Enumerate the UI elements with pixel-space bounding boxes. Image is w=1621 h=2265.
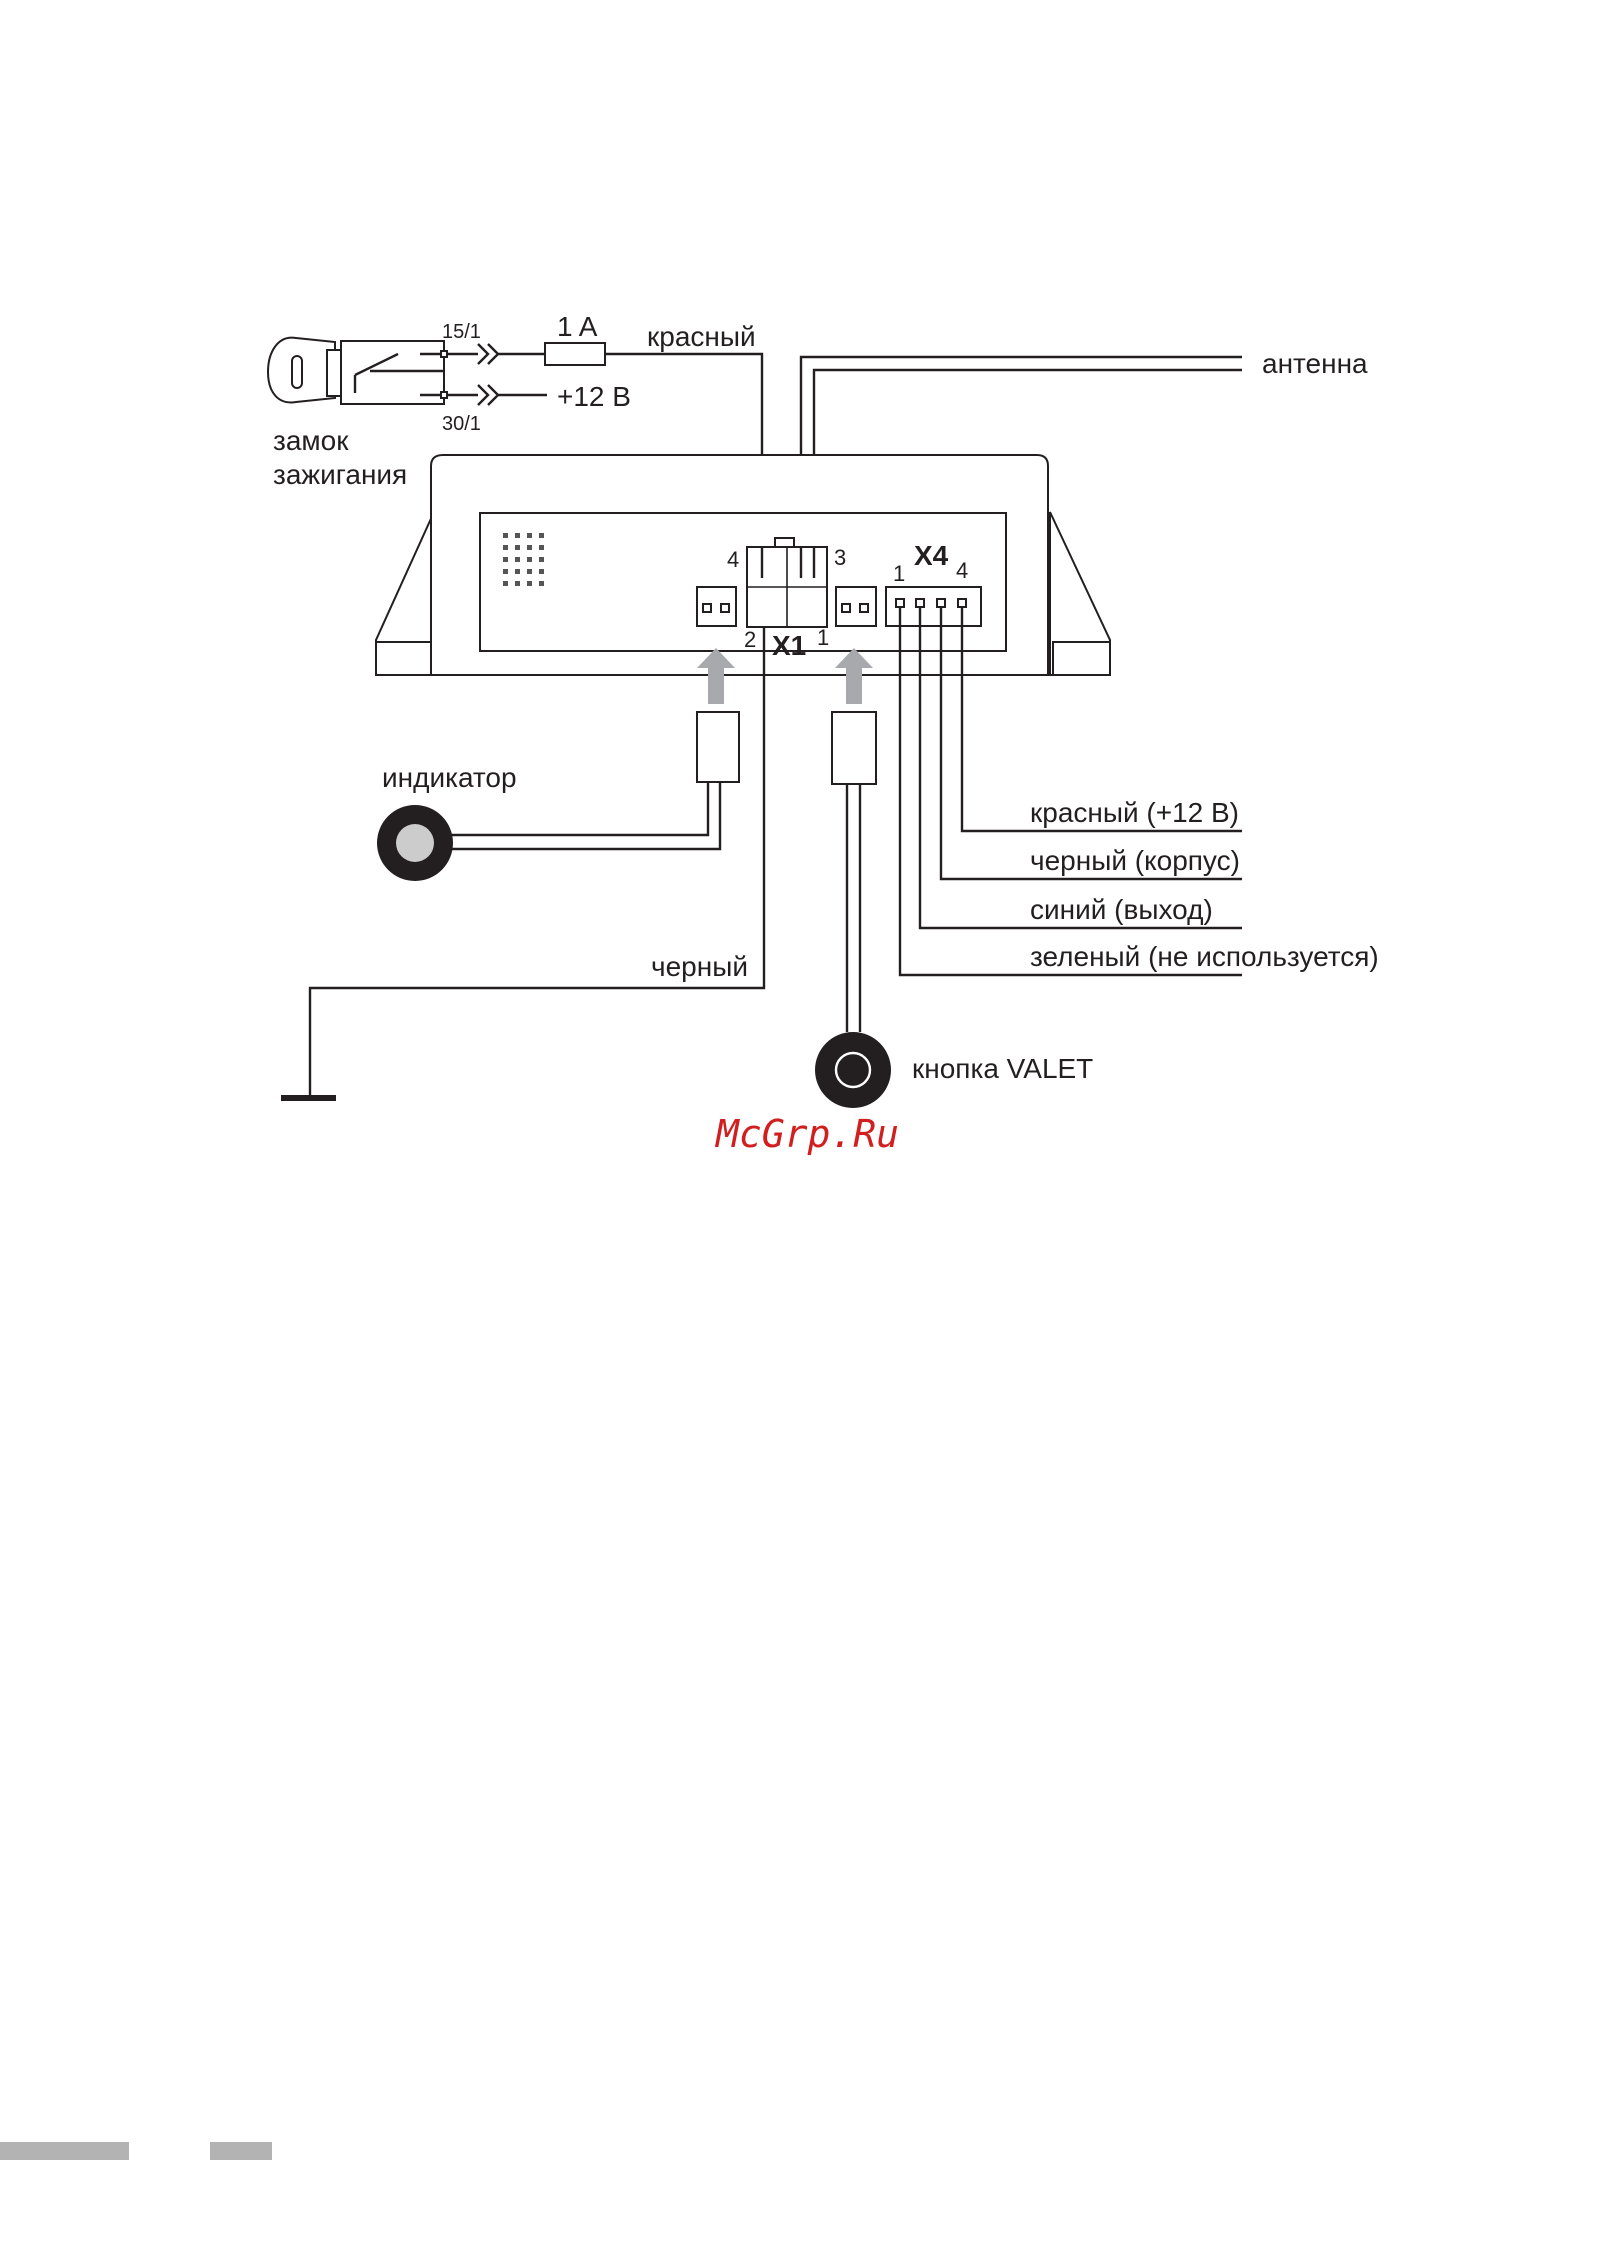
indicator-label: индикатор — [382, 762, 517, 793]
x4-wire-label-red: красный (+12 В) — [1030, 797, 1239, 828]
terminal-15-chevron — [478, 344, 498, 364]
key-collar — [327, 350, 341, 396]
x1-pin-4: 4 — [727, 547, 739, 572]
black-wire-label: черный — [651, 951, 748, 982]
x1-pin-3: 3 — [834, 545, 846, 570]
footer-bar-right — [210, 2142, 272, 2160]
terminal-15-label: 15/1 — [442, 321, 481, 343]
x4-name: X4 — [914, 540, 949, 571]
key-slot — [292, 356, 302, 388]
antenna-label: антенна — [1262, 348, 1368, 379]
ground-symbol — [281, 1095, 336, 1101]
x4-pin-4: 4 — [956, 558, 968, 583]
ignition-label-line2: зажигания — [273, 459, 407, 490]
valet-button — [815, 1032, 891, 1108]
indicator-socket — [697, 587, 736, 626]
x4-wire-label-black: черный (корпус) — [1030, 845, 1240, 876]
watermark: McGrp.Ru — [714, 1112, 899, 1156]
indicator-assembly: индикатор — [377, 648, 739, 881]
indicator-plug — [697, 712, 739, 782]
x1-pin-2: 2 — [744, 627, 756, 652]
valet-plug — [832, 712, 876, 784]
valet-label: кнопка VALET — [912, 1053, 1093, 1084]
indicator-lens — [396, 824, 434, 862]
fuse-rating: 1 A — [557, 311, 598, 342]
red-wire-label: красный — [647, 321, 756, 352]
x4-wire-label-blue: синий (выход) — [1030, 894, 1213, 925]
valet-cable — [847, 784, 860, 1032]
x1-pin-1: 1 — [817, 625, 829, 650]
terminal-30-label: 30/1 — [442, 413, 481, 435]
x1-latch — [775, 538, 794, 547]
footer-bar-left — [0, 2142, 129, 2160]
black-wire — [310, 627, 764, 1098]
terminal-30-chevron — [478, 385, 498, 405]
fuse — [545, 343, 605, 365]
x4-pin-1: 1 — [893, 561, 905, 586]
unit-front-panel — [480, 513, 1006, 651]
valet-socket — [836, 587, 876, 626]
ignition-label-line1: замок — [273, 425, 349, 456]
plus12-label: +12 В — [557, 381, 631, 412]
x1-name: X1 — [772, 630, 806, 661]
control-unit: 4 3 2 1 X1 X4 1 4 — [376, 455, 1110, 675]
x4-wire-label-green: зеленый (не используется) — [1030, 941, 1379, 972]
